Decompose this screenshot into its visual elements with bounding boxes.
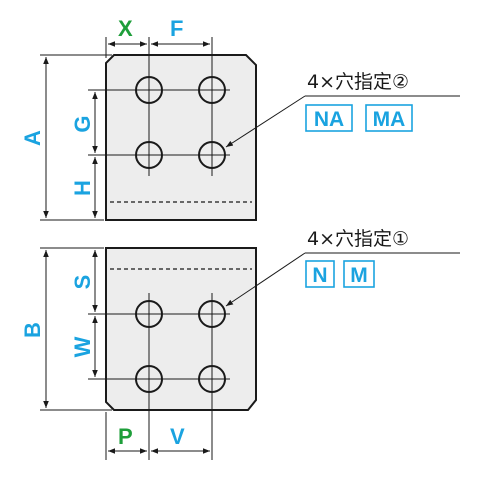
leader-top [225, 95, 306, 148]
top-plate [105, 54, 257, 221]
code-ma: MA [373, 108, 406, 131]
label-w: W [70, 336, 95, 357]
code-n: N [312, 264, 327, 287]
code-box-m [343, 260, 375, 288]
label-f: F [170, 16, 183, 41]
code-box-n [305, 260, 335, 288]
label-v: V [170, 424, 185, 449]
label-h: H [70, 180, 95, 196]
code-box-ma [365, 104, 413, 132]
label-p: P [118, 424, 133, 449]
note-top: 4×穴指定② [307, 71, 409, 93]
code-box-na [305, 104, 353, 132]
label-b: B [20, 322, 45, 338]
label-x: X [118, 16, 133, 41]
bottom-plate [105, 247, 257, 411]
label-a: A [20, 130, 45, 146]
code-m: M [350, 264, 368, 287]
label-s: S [70, 275, 95, 290]
label-g: G [70, 115, 95, 132]
note-bottom: 4×穴指定① [307, 228, 409, 250]
code-na: NA [314, 108, 344, 131]
leader-bottom [225, 252, 306, 307]
